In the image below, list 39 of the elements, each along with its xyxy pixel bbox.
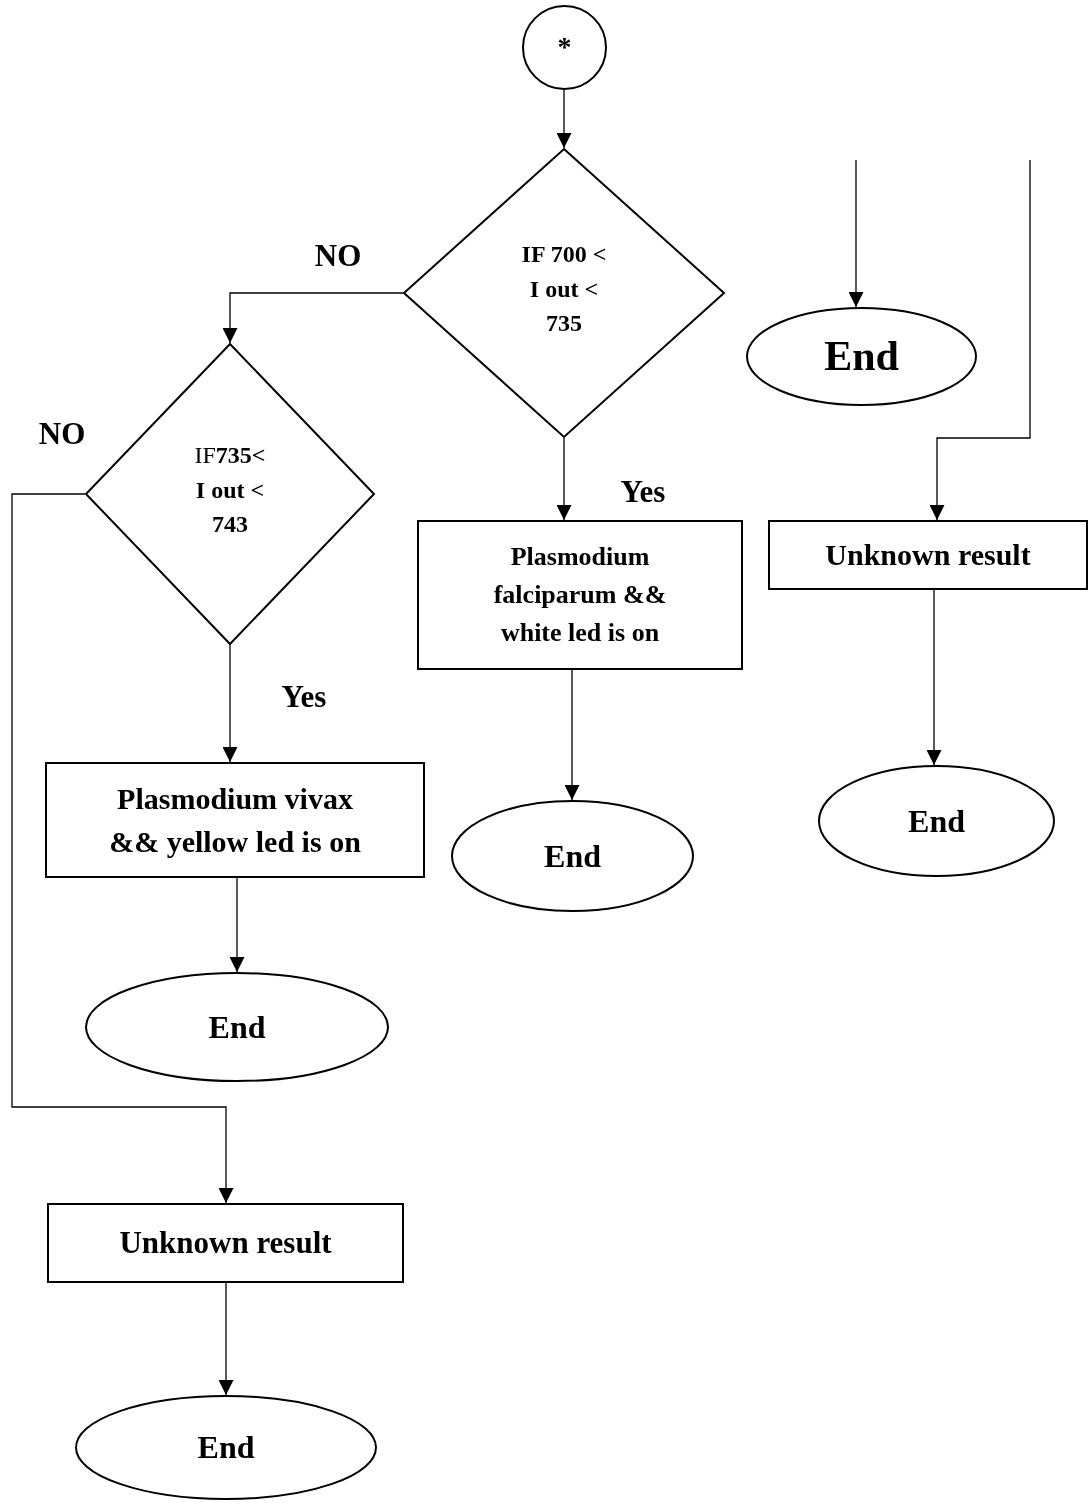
arrow [222,292,404,344]
edge-label: NO [314,239,362,271]
arrow [564,669,580,801]
process-box [47,1203,404,1283]
arrow [218,1282,234,1396]
edge-label: Yes [281,680,327,712]
node-text: End [207,1007,267,1047]
terminal-ellipse [818,765,1055,877]
process-box [417,520,743,670]
edge-label: NO [38,417,86,449]
node-text: Unknown result [118,1223,333,1262]
arrow [556,437,572,521]
arrow [229,877,245,973]
node-text: IF735< I out < 743 [193,440,267,540]
node-text: IF 700 < I out < 735 [520,239,608,339]
node-text: End [823,332,900,382]
node-text: End [196,1428,256,1468]
terminal-ellipse [75,1395,377,1500]
edge-label: Yes [620,475,666,507]
arrow [556,89,572,149]
terminal-ellipse [451,800,694,912]
terminal-ellipse [85,972,389,1082]
node-text: Unknown result [824,537,1032,574]
terminal-ellipse [746,307,977,406]
arrow [11,493,234,1204]
process-box [768,520,1088,590]
arrow [926,589,942,766]
arrow [929,159,1031,521]
node-text: End [907,801,966,841]
arrow [222,644,238,763]
node-text: Plasmodium vivax && yellow led is on [108,780,362,860]
node-text: * [556,30,573,65]
node-text: Plasmodium falciparum && white led is on [492,541,668,649]
node-text: End [543,836,602,876]
process-box [45,762,425,878]
arrow [848,159,864,308]
decision-diamond [403,148,725,438]
terminal-ellipse [522,5,607,90]
decision-diamond [85,343,375,645]
